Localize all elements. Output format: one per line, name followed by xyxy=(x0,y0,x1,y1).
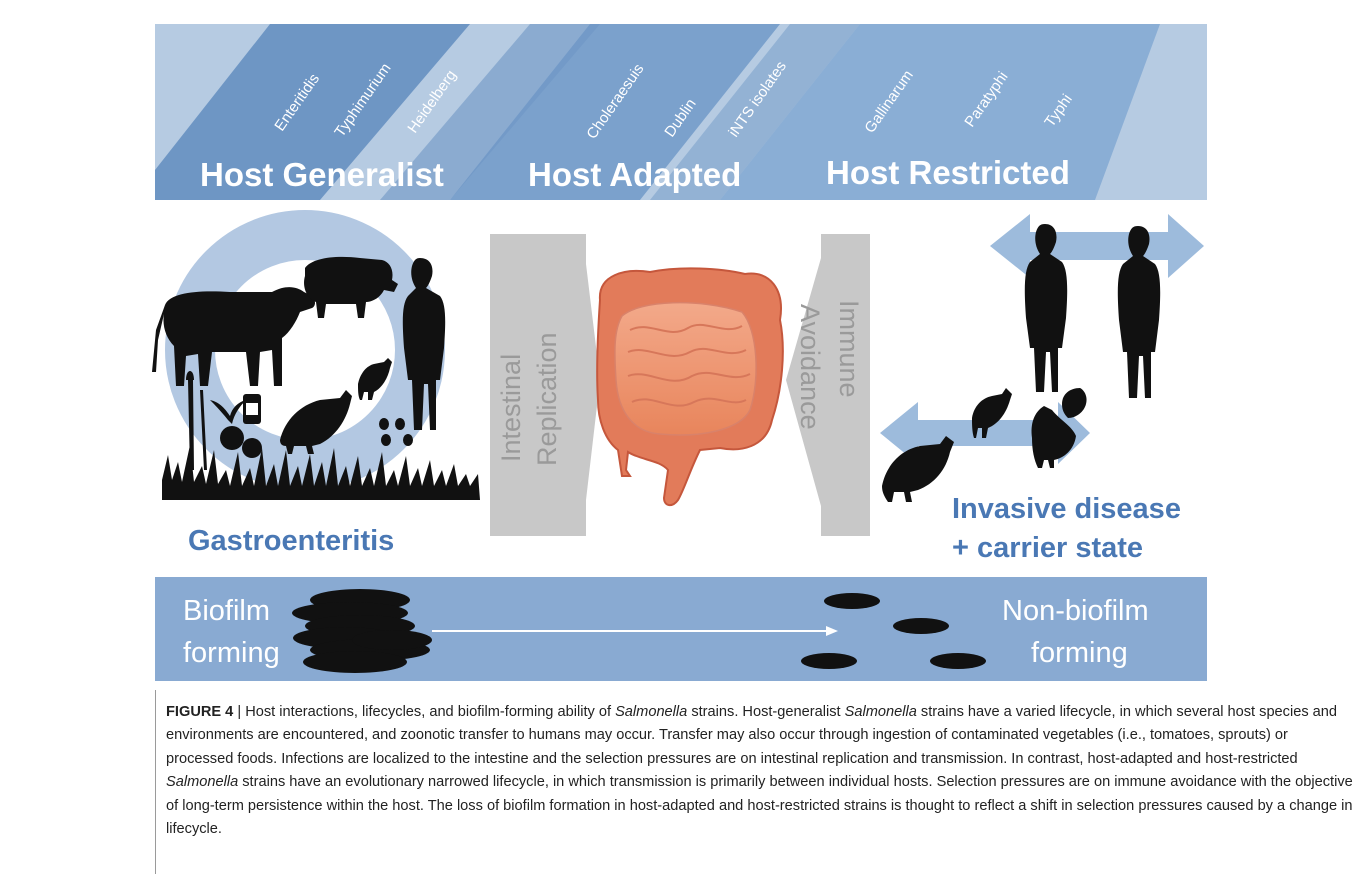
egg-icon xyxy=(381,434,391,446)
caption-fragment: Host interactions, lifecycles, and biofi… xyxy=(245,704,615,720)
category-label-adapted: Host Adapted xyxy=(528,156,741,193)
caption-italic: Salmonella xyxy=(845,704,917,720)
restricted-transmission-panel: Invasive disease + carrier state xyxy=(880,214,1204,564)
gastroenteritis-label: Gastroenteritis xyxy=(188,525,394,557)
biofilm-bar: Biofilm forming Non-biofilm forming xyxy=(155,577,1207,681)
caption-fragment: strains. Host-generalist xyxy=(687,704,844,720)
egg-icon xyxy=(403,434,413,446)
chicken-icon xyxy=(1062,388,1087,418)
jar-icon xyxy=(243,394,261,424)
biofilm-forming-label: Biofilm xyxy=(183,595,270,627)
pig-icon xyxy=(304,257,398,318)
non-biofilm-label: Non-biofilm xyxy=(1002,595,1149,627)
egg-icon xyxy=(379,418,389,430)
funnel-label: Intestinal xyxy=(496,354,526,462)
funnel-label: Avoidance xyxy=(795,304,825,430)
category-label-generalist: Host Generalist xyxy=(200,156,444,193)
egg-icon xyxy=(395,418,405,430)
figure-number: FIGURE 4 xyxy=(166,704,233,720)
figure-4-diagram: Enteritidis Typhimurium Heidelberg Chole… xyxy=(0,0,1357,690)
generalist-lifecycle-panel: Gastroenteritis xyxy=(152,235,480,557)
selection-pressure-panel: Intestinal Replication Immune Avoidance xyxy=(490,234,870,536)
intestine-icon xyxy=(597,268,783,505)
caption-separator: | xyxy=(233,704,245,720)
invasive-disease-label: Invasive disease xyxy=(952,493,1181,525)
host-range-banner: Enteritidis Typhimurium Heidelberg Chole… xyxy=(155,24,1207,200)
funnel-label: Immune xyxy=(834,300,864,398)
biofilm-forming-label: forming xyxy=(183,637,280,669)
category-label-restricted: Host Restricted xyxy=(826,154,1070,191)
funnel-label: Replication xyxy=(532,332,562,466)
caption-italic: Salmonella xyxy=(615,704,687,720)
caption-fragment: strains have an evolutionary narrowed li… xyxy=(166,774,1353,837)
caption-text: FIGURE 4 | Host interactions, lifecycles… xyxy=(166,701,1357,841)
cow-icon xyxy=(152,287,315,386)
tomato-icon xyxy=(242,438,262,458)
figure-caption: FIGURE 4 | Host interactions, lifecycles… xyxy=(155,690,1357,874)
carrier-state-label: + carrier state xyxy=(952,532,1143,564)
caption-italic: Salmonella xyxy=(166,774,238,790)
double-arrow-humans xyxy=(990,214,1204,278)
tomato-icon xyxy=(220,426,244,450)
non-biofilm-label: forming xyxy=(1031,637,1128,669)
